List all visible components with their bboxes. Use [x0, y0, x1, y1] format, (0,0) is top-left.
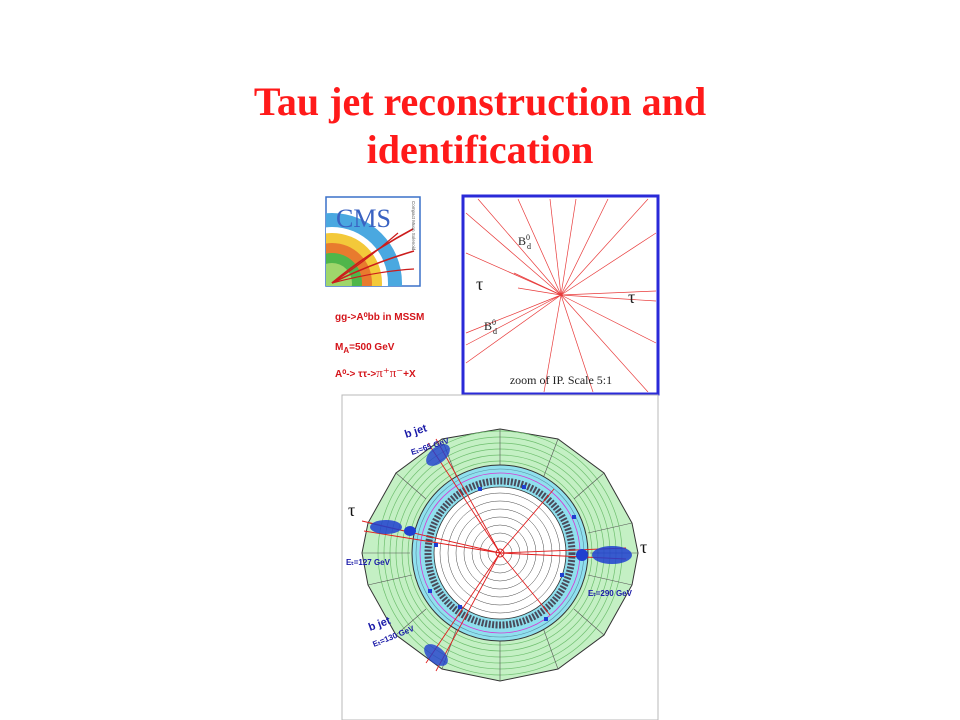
slide-title-line-1: Tau jet reconstruction and	[253, 79, 707, 124]
tau-left-energy: Eₜ=127 GeV	[346, 558, 391, 567]
ip-tau-left-label: τ	[476, 274, 483, 294]
process-description: gg->A⁰bb in MSSM MA=500 GeV A⁰-> ττ->π⁺π…	[335, 312, 424, 380]
cms-logo: CMS Compact Muon Solenoid	[325, 196, 421, 287]
ip-tau-right-label: τ	[628, 287, 635, 307]
process-line-1: gg->A⁰bb in MSSM	[335, 312, 424, 323]
tau-left-label: τ	[348, 500, 355, 520]
slide-title: Tau jet reconstruction and identificatio…	[0, 78, 960, 174]
slide-title-line-2: identification	[366, 127, 594, 172]
cms-logo-text: CMS	[336, 204, 391, 233]
tau-right-label: τ	[640, 537, 647, 557]
tau-right-energy: Eₜ=290 GeV	[588, 589, 633, 598]
process-line-3: A⁰-> ττ->π⁺π⁻+X	[335, 365, 416, 380]
ip-zoom-caption: zoom of IP. Scale 5:1	[510, 373, 612, 387]
event-display-figure: CMS Compact Muon Solenoid	[318, 193, 662, 720]
process-line-2: MA=500 GeV	[335, 342, 395, 355]
detector-event-display: b jet Eₜ=65 GeV τ Eₜ=127 GeV τ Eₜ=290 Ge…	[341, 394, 659, 720]
cms-logo-subtext: Compact Muon Solenoid	[411, 201, 416, 251]
